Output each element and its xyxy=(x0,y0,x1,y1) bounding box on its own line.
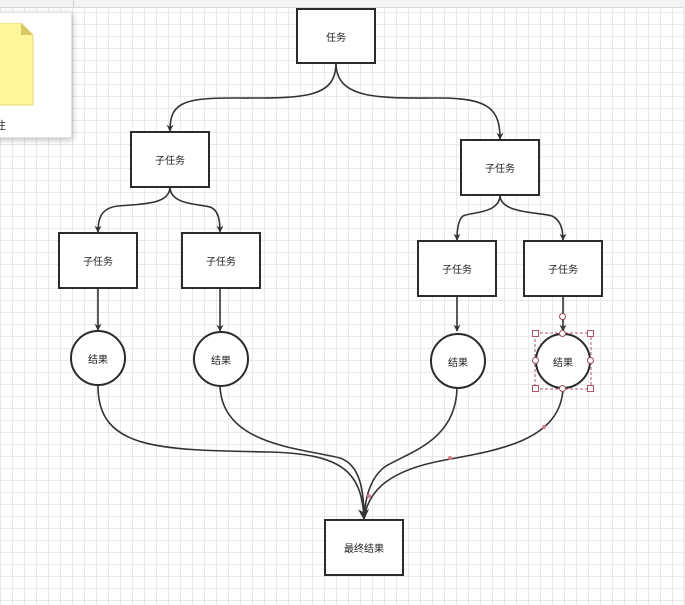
node-label: 任务 xyxy=(326,32,346,44)
shape-library-panel[interactable]: 注 xyxy=(0,12,72,138)
node-result-4-selected[interactable]: 结果 xyxy=(535,333,591,389)
edge-result-1-to-final[interactable] xyxy=(97,385,370,521)
toolbar-strip xyxy=(0,0,685,8)
resize-handle-bottom-right[interactable] xyxy=(587,385,594,392)
node-result-2[interactable]: 结果 xyxy=(193,331,249,387)
waypoint-marker[interactable] xyxy=(542,425,546,429)
node-right-right-subtask[interactable]: 子任务 xyxy=(523,240,603,297)
node-label: 结果 xyxy=(553,357,573,369)
node-label: 子任务 xyxy=(548,265,578,276)
node-label: 子任务 xyxy=(155,156,185,167)
node-label: 子任务 xyxy=(442,265,472,276)
node-label: 子任务 xyxy=(485,164,515,175)
edge-right-subtask-to-right-child[interactable] xyxy=(499,194,567,241)
edge-result-4-to-final[interactable] xyxy=(363,388,564,520)
node-left-left-subtask[interactable]: 子任务 xyxy=(58,232,138,289)
node-right-left-subtask[interactable]: 子任务 xyxy=(417,240,497,297)
connection-point-right[interactable] xyxy=(587,357,594,364)
node-left-subtask[interactable]: 子任务 xyxy=(130,131,210,188)
sticky-note-icon[interactable] xyxy=(0,23,35,107)
node-label: 结果 xyxy=(211,355,231,367)
node-result-3[interactable]: 结果 xyxy=(430,333,486,389)
node-root-task[interactable]: 任务 xyxy=(296,8,376,64)
edge-left-subtask-to-left-child[interactable] xyxy=(94,186,171,233)
node-label: 子任务 xyxy=(206,257,236,268)
node-result-1[interactable]: 结果 xyxy=(70,330,126,386)
node-label: 最终结果 xyxy=(344,544,384,555)
node-final-result[interactable]: 最终结果 xyxy=(324,519,404,576)
node-label: 结果 xyxy=(448,357,468,369)
node-label: 子任务 xyxy=(83,257,113,268)
canvas-right-edge xyxy=(683,7,685,605)
connection-point-left[interactable] xyxy=(532,357,539,364)
edge-right-subtask-to-left-child[interactable] xyxy=(453,194,501,241)
sticky-note-label: 注 xyxy=(0,119,6,132)
edge-left-subtask-to-right-child[interactable] xyxy=(169,186,224,233)
waypoint-marker[interactable] xyxy=(448,456,452,460)
node-right-subtask[interactable]: 子任务 xyxy=(460,139,540,196)
node-left-right-subtask[interactable]: 子任务 xyxy=(181,232,261,289)
resize-handle-bottom-left[interactable] xyxy=(532,385,539,392)
toolbar-divider xyxy=(73,0,74,7)
waypoint-marker[interactable] xyxy=(367,494,371,498)
edge-result-3-to-final[interactable] xyxy=(363,387,458,520)
connection-point-bottom[interactable] xyxy=(559,385,566,392)
rotate-handle[interactable] xyxy=(559,313,566,320)
connection-point-top[interactable] xyxy=(559,330,566,337)
resize-handle-top-right[interactable] xyxy=(587,330,594,337)
node-label: 结果 xyxy=(88,354,108,366)
edge-root-right-subtask[interactable] xyxy=(335,62,504,140)
edge-result-2-to-final[interactable] xyxy=(219,385,365,520)
edge-root-left-subtask[interactable] xyxy=(166,62,337,132)
resize-handle-top-left[interactable] xyxy=(532,330,539,337)
